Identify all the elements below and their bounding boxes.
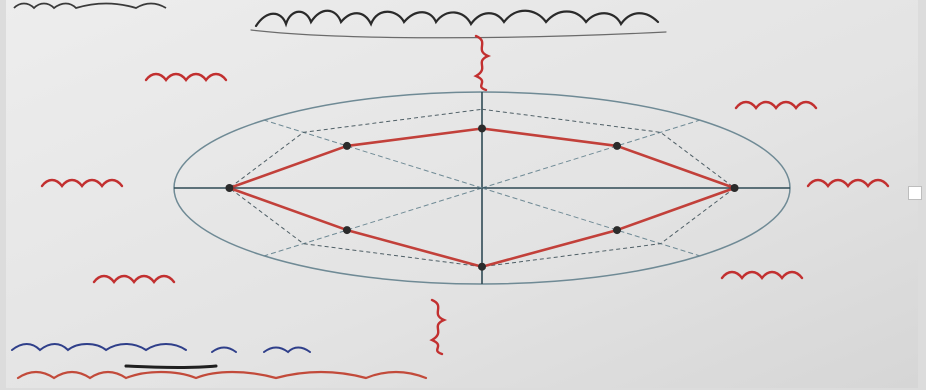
handwritten-spoke-label xyxy=(806,178,890,188)
handwritten-spoke-label xyxy=(40,178,124,188)
spoke-line xyxy=(481,119,700,189)
handwritten-spoke-label xyxy=(720,270,804,280)
handwritten-spoke-label xyxy=(429,298,448,356)
series-point xyxy=(730,184,739,192)
guide-octagon xyxy=(228,108,736,268)
series-point xyxy=(613,226,622,235)
series-point xyxy=(342,141,351,150)
series-point xyxy=(342,226,351,235)
handwritten-spoke-label xyxy=(144,72,228,82)
spoke-line xyxy=(264,119,483,189)
series-point xyxy=(225,184,234,192)
handwritten-footer-note xyxy=(11,343,311,369)
series-point xyxy=(478,124,486,133)
series-points xyxy=(225,124,739,271)
handwritten-spoke-label xyxy=(92,274,176,284)
white-square-marker xyxy=(908,186,922,200)
handwritten-spoke-label xyxy=(473,34,492,92)
series-point xyxy=(478,262,486,271)
spoke-line xyxy=(481,187,700,257)
spoke-line xyxy=(264,187,483,257)
handwritten-spoke-label xyxy=(734,100,818,110)
handwritten-corner-note-top-left xyxy=(13,2,167,10)
radar-spokes xyxy=(174,92,790,284)
chart-paper xyxy=(6,0,918,388)
spoke-labels xyxy=(40,34,890,356)
series-point xyxy=(613,141,622,150)
handwritten-footer-note-2 xyxy=(16,370,428,380)
handwritten-title xyxy=(250,9,667,39)
radar-chart xyxy=(40,34,890,356)
